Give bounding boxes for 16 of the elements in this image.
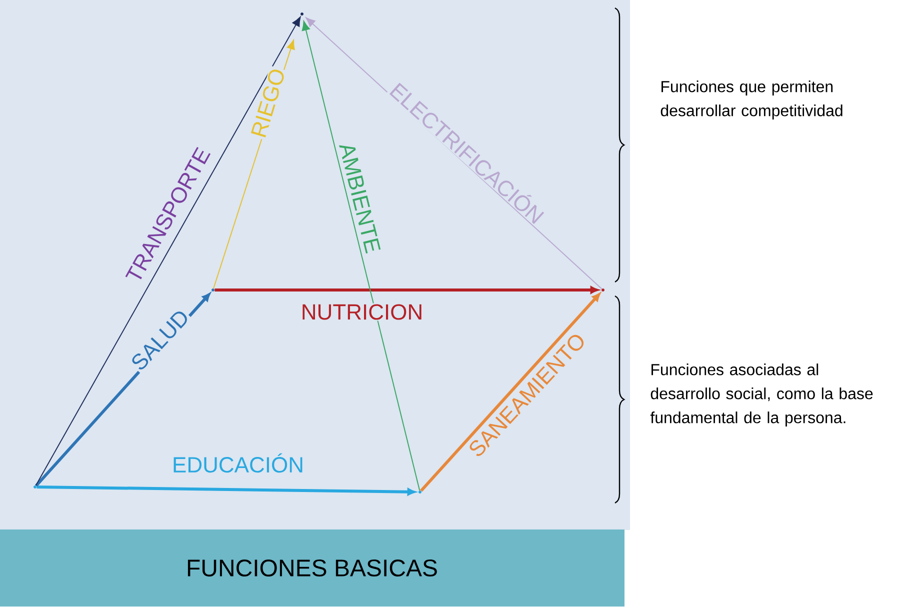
arrow [36, 486, 416, 496]
vertex-point [34, 485, 36, 488]
side-note: Funciones asociadas al desarrollo social, como la base fundamental de la persona. [650, 364, 873, 426]
arrow [35, 16, 301, 486]
edge-label: NUTRICION [302, 304, 422, 320]
arrow [420, 293, 600, 492]
arrow [214, 286, 598, 294]
vertex-point [418, 490, 422, 494]
edge-label: EDUCACIÓN [174, 453, 302, 473]
side-note: Funciones que permiten desarrollar competitividad [660, 80, 842, 120]
vertex-point [300, 12, 304, 16]
title-band: FUNCIONES BASICAS [0, 529, 624, 606]
vertex-point [602, 288, 604, 292]
vertex-point [212, 288, 214, 292]
arrow [302, 20, 420, 491]
edge-label: RIEGO [250, 70, 284, 138]
